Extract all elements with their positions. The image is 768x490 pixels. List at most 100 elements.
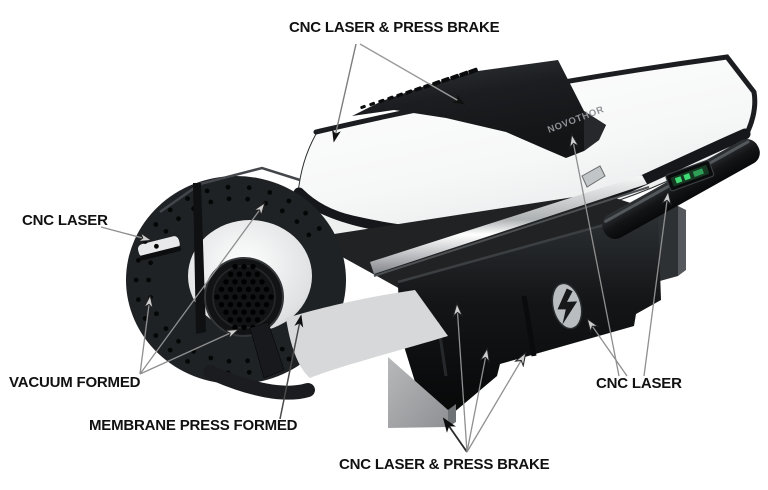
green-led-display-icon — [665, 159, 715, 192]
hole-dot — [133, 277, 139, 283]
vent-slot — [468, 67, 478, 75]
hole-dot — [163, 229, 169, 234]
hole-dot — [267, 190, 273, 195]
arrow-right-to-logo — [588, 320, 628, 377]
hole-dot — [225, 184, 231, 190]
hole-dot — [223, 309, 229, 315]
arrow-top-to-canopy — [332, 43, 357, 143]
hole-dot — [259, 309, 265, 315]
arrow-left-cnc-laser — [100, 226, 150, 240]
arrow-bottom-to-base-2 — [466, 350, 487, 453]
hole-dot — [245, 271, 252, 277]
vent-slot — [369, 101, 376, 107]
hole-dot — [232, 263, 238, 270]
base-panel — [397, 208, 661, 414]
canopy-vent-band: NOVOTHOR — [352, 60, 606, 158]
vent-slot — [378, 98, 385, 104]
chrome-trim-strip — [370, 175, 650, 277]
label-vacuum-formed: VACUUM FORMED — [9, 374, 141, 391]
hole-dot — [176, 216, 181, 222]
hole-dot — [268, 294, 274, 300]
disc-stem — [249, 321, 285, 379]
hole-dot — [279, 346, 285, 352]
hole-dot — [154, 243, 159, 249]
vent-slot — [432, 80, 441, 86]
end-ring-mouth-slot — [137, 236, 182, 261]
label-bottom-cnc-laser-press-brake: CNC LASER & PRESS BRAKE — [339, 456, 550, 473]
hole-dot — [218, 286, 225, 293]
hole-dot — [226, 196, 232, 202]
hole-dot — [241, 279, 247, 285]
hole-dot — [136, 297, 141, 303]
hole-dot — [259, 279, 265, 285]
arrow-right-to-brand — [572, 136, 620, 377]
vent-slot — [360, 104, 366, 109]
hole-dot — [241, 294, 247, 300]
hole-dot — [236, 317, 243, 323]
hole-dot — [279, 208, 285, 214]
label-right-cnc-laser: CNC LASER — [596, 375, 682, 392]
lightning-bolt-logo-icon — [551, 282, 583, 330]
hole-dot — [208, 355, 214, 361]
hole-dot — [227, 271, 234, 277]
hole-dot — [245, 317, 252, 323]
hole-dot — [241, 309, 247, 315]
hinge-bracket — [581, 165, 606, 188]
hole-dot — [232, 279, 238, 285]
label-membrane-press-formed: MEMBRANE PRESS FORMED — [89, 417, 298, 434]
hole-dot — [223, 279, 229, 285]
arrow-vacuum-formed-1 — [139, 297, 150, 375]
hole-dot — [148, 260, 154, 266]
hole-dot — [227, 301, 234, 308]
vent-band-fold — [584, 111, 606, 151]
hole-dot — [250, 279, 256, 285]
hole-dot — [316, 226, 322, 231]
arrow-right-to-display — [643, 193, 668, 377]
hole-dot — [163, 326, 169, 331]
vent-slot-row — [360, 67, 478, 109]
hole-dot — [223, 294, 229, 300]
hole-dot — [245, 301, 252, 308]
hole-dot — [236, 286, 243, 293]
deck-wedge — [286, 290, 448, 378]
hole-dot — [204, 188, 210, 194]
vent-slot — [414, 86, 422, 92]
hole-dot — [241, 263, 247, 270]
vent-slot — [396, 92, 404, 98]
hole-dot — [245, 286, 252, 293]
hole-dot — [294, 219, 300, 225]
hole-dot — [236, 271, 243, 277]
vent-slot — [441, 76, 450, 83]
hole-dot — [250, 263, 256, 270]
arrow-vacuum-formed-2 — [139, 330, 237, 375]
base-crease — [521, 295, 537, 357]
arrow-membrane-press — [279, 314, 304, 420]
label-top-cnc-laser-press-brake: CNC LASER & PRESS BRAKE — [289, 19, 500, 36]
speaker-disc-holes — [214, 263, 274, 331]
arrow-bottom-to-base-1 — [457, 305, 468, 453]
vent-band-panel — [352, 60, 606, 158]
hole-dot — [136, 257, 141, 263]
arrow-bottom-to-base-3 — [466, 354, 525, 453]
hole-dot — [263, 301, 270, 308]
hole-dot — [167, 207, 173, 213]
hole-dot — [226, 358, 232, 364]
hole-dot — [214, 294, 220, 300]
annotation-arrows — [100, 43, 668, 453]
hole-dot — [232, 294, 238, 300]
hole-dot — [245, 358, 251, 364]
hole-dot — [227, 317, 234, 323]
hole-dot — [263, 286, 270, 293]
arrow-top-to-vent-band — [359, 43, 466, 105]
display-rail — [602, 139, 760, 239]
hole-dot — [306, 232, 312, 238]
hole-dot — [167, 347, 173, 353]
hole-dot — [254, 271, 261, 277]
hole-dot — [254, 301, 261, 308]
ring-bottom-band — [203, 365, 315, 400]
hole-dot — [154, 311, 159, 317]
hole-dot — [218, 301, 225, 308]
hole-dot — [254, 286, 261, 293]
hole-dot — [236, 301, 243, 308]
